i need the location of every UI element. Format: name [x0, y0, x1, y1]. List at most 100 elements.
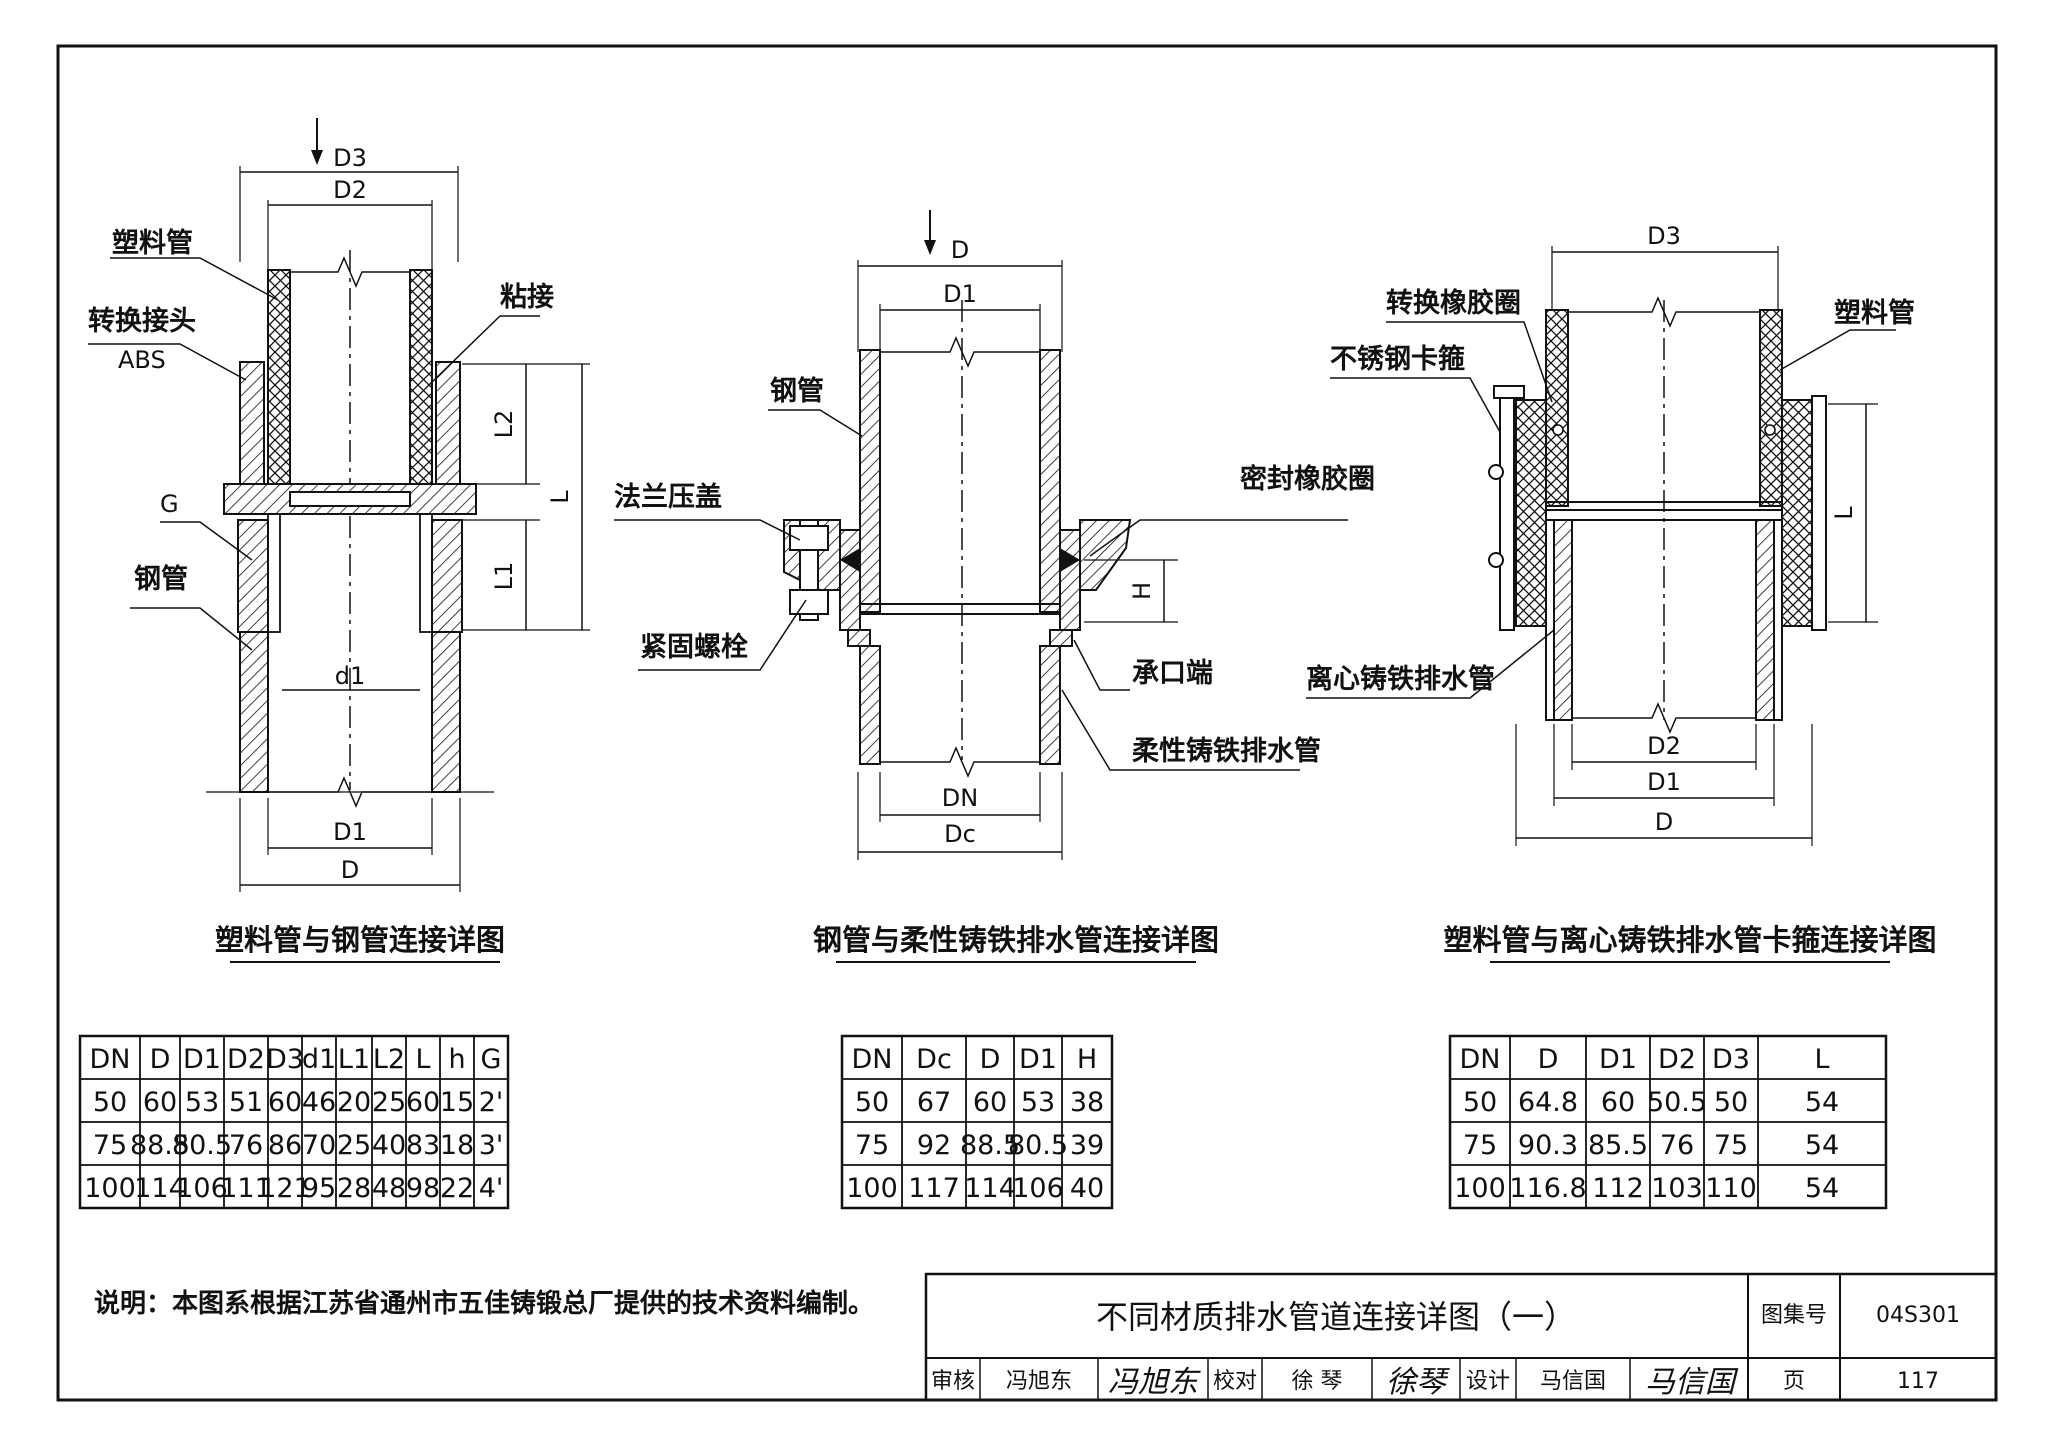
table-header-cell: L1 — [338, 1044, 370, 1075]
table-cell: 80.5 — [172, 1130, 232, 1161]
table-cell: 114 — [964, 1173, 1016, 1204]
reviewer-name: 冯旭东 — [1006, 1369, 1072, 1394]
table-cell: 50.5 — [1647, 1087, 1707, 1118]
table-cell: 50 — [1714, 1087, 1748, 1118]
table-header-cell: D2 — [1658, 1044, 1696, 1075]
table-cell: 50 — [855, 1087, 889, 1118]
table-cell: 53 — [185, 1087, 219, 1118]
table-cell: 83 — [406, 1130, 440, 1161]
table-cell: 50 — [93, 1087, 127, 1118]
review-label: 审核 — [931, 1369, 975, 1394]
table-cell: 25 — [372, 1087, 406, 1118]
design-label: 设计 — [1466, 1369, 1510, 1394]
table-cell: 116.8 — [1509, 1173, 1586, 1204]
table-cell: 54 — [1805, 1173, 1839, 1204]
page-number: 117 — [1897, 1369, 1939, 1394]
title-block: 不同材质排水管道连接详图（一） 图集号 04S301 审核 冯旭东 冯旭东 校对… — [924, 1272, 1998, 1402]
table-cell: 75 — [855, 1130, 889, 1161]
label-centrifugal-pipe: 离心铸铁排水管 — [1306, 663, 1495, 695]
table-header-cell: H — [1077, 1044, 1097, 1075]
table-cell: 75 — [1463, 1130, 1497, 1161]
table-cell: 75 — [93, 1130, 127, 1161]
dim-l2: L2 — [490, 410, 518, 439]
table-header-cell: h — [448, 1044, 465, 1075]
table-header-cell: D1 — [1599, 1044, 1637, 1075]
table-cell: 106 — [1012, 1173, 1064, 1204]
table-cell: 40 — [1070, 1173, 1104, 1204]
table-cell: 2' — [479, 1087, 504, 1118]
table-cell: 88.5 — [130, 1130, 190, 1161]
table-cell: 54 — [1805, 1130, 1839, 1161]
table-header-cell: D — [980, 1044, 1001, 1075]
table-header-cell: G — [481, 1044, 502, 1075]
table-cell: 3' — [479, 1130, 504, 1161]
dim-l1: L1 — [490, 562, 518, 591]
table-cell: 100 — [846, 1173, 898, 1204]
dim-d3: D3 — [1647, 222, 1681, 250]
table-cell: 98 — [406, 1173, 440, 1204]
table-cell: 48 — [372, 1173, 406, 1204]
checker-name: 徐 琴 — [1292, 1369, 1343, 1394]
dim-d1: D1 — [333, 818, 367, 846]
dim-dn: DN — [942, 784, 978, 812]
table-cell: 112 — [1592, 1173, 1644, 1204]
table-header-cell: D3 — [1712, 1044, 1750, 1075]
dim-d2: D2 — [1647, 732, 1681, 760]
dim-d3: D3 — [333, 144, 367, 172]
diagram1-title: 塑料管与钢管连接详图 — [215, 923, 505, 957]
label-glued: 粘接 — [500, 282, 554, 313]
table-cell: 51 — [229, 1087, 263, 1118]
table-cell: 85.5 — [1588, 1130, 1648, 1161]
table-cell: 90.3 — [1518, 1130, 1578, 1161]
label-steel-pipe: 钢管 — [770, 376, 824, 407]
dim-d1: D1 — [943, 280, 977, 308]
dim-d: D — [341, 856, 359, 884]
table-cell: 60 — [143, 1087, 177, 1118]
label-steel-pipe: 钢管 — [134, 564, 188, 595]
check-label: 校对 — [1213, 1369, 1257, 1394]
table-cell: 86 — [268, 1130, 302, 1161]
table-header-cell: d1 — [302, 1044, 336, 1075]
label-socket-end: 承口端 — [1132, 658, 1213, 689]
table-cell: 60 — [1601, 1087, 1635, 1118]
table-cell: 76 — [1660, 1130, 1694, 1161]
table-cell: 39 — [1070, 1130, 1104, 1161]
label-g: G — [160, 490, 179, 518]
table-cell: 40 — [372, 1130, 406, 1161]
table-cell: 53 — [1021, 1087, 1055, 1118]
page-label: 页 — [1783, 1369, 1805, 1394]
note: 说明：本图系根据江苏省通州市五佳铸锻总厂提供的技术资料编制。 — [94, 1288, 874, 1319]
label-flexible-pipe: 柔性铸铁排水管 — [1132, 736, 1321, 767]
table-header-cell: D — [1538, 1044, 1559, 1075]
table-header-cell: DN — [852, 1044, 893, 1075]
table-cell: 117 — [908, 1173, 960, 1204]
label-adapter: 转换接头 — [88, 306, 196, 337]
table-header-cell: D1 — [1019, 1044, 1057, 1075]
table-cell: 103 — [1651, 1173, 1703, 1204]
dim-d2: D2 — [333, 176, 367, 204]
table-cell: 114 — [134, 1173, 186, 1204]
dim-d1: D1 — [1647, 768, 1681, 796]
table-header-cell: DN — [90, 1044, 131, 1075]
table-header-cell: Dc — [916, 1044, 952, 1075]
table-cell: 50 — [1463, 1087, 1497, 1118]
table-header-cell: D1 — [183, 1044, 221, 1075]
dim-l: L — [546, 490, 574, 504]
dim-d1-small: d1 — [335, 662, 366, 690]
table-header-cell: D2 — [227, 1044, 265, 1075]
label-bolt: 紧固螺栓 — [640, 632, 748, 663]
table-header-cell: L2 — [373, 1044, 405, 1075]
table-cell: 46 — [302, 1087, 336, 1118]
checker-signature: 徐琴 — [1386, 1365, 1450, 1400]
designer-signature: 马信国 — [1645, 1365, 1739, 1400]
table-cell: 106 — [176, 1173, 228, 1204]
atlas-number: 04S301 — [1876, 1303, 1960, 1328]
table-header-cell: L — [1814, 1044, 1829, 1075]
drawing-title: 不同材质排水管道连接详图（一） — [1096, 1298, 1576, 1336]
dim-d: D — [1655, 808, 1673, 836]
table-cell: 60 — [973, 1087, 1007, 1118]
table-cell: 28 — [337, 1173, 371, 1204]
table-cell: 92 — [917, 1130, 951, 1161]
